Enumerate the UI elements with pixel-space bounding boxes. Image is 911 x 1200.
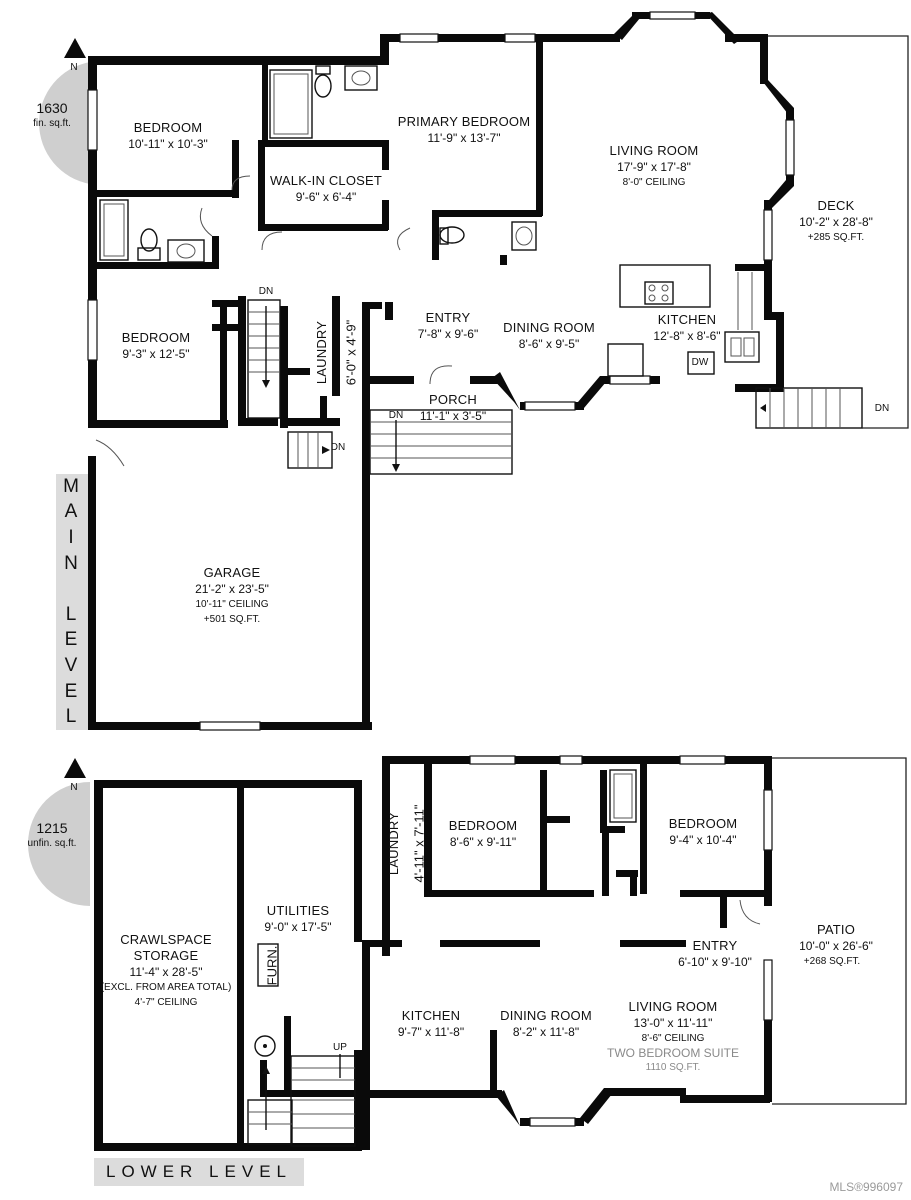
lower-living-dims: 13'-0" x 11'-11" — [633, 1016, 713, 1030]
garage-ceiling: 10'-11" CEILING — [195, 599, 269, 610]
main-area-unit: fin. sq.ft. — [33, 118, 71, 129]
bedroom-w-dims: 9'-3" x 12'-5" — [122, 347, 190, 361]
lower-dining-name: DINING ROOM — [500, 1008, 592, 1023]
lower-area-unit: unfin. sq.ft. — [27, 838, 77, 849]
lower-dining-dims: 8'-2" x 11'-8" — [512, 1025, 580, 1039]
mls-watermark: MLS®996097 — [829, 1180, 903, 1194]
main-level-tag-letter: I — [68, 526, 76, 548]
crawlspace-note: (EXCL. FROM AREA TOTAL) — [100, 982, 232, 993]
lower-level-tag: LOWER LEVEL — [94, 1158, 304, 1186]
primary-bedroom-dims: 11'-9" x 13'-7" — [427, 131, 501, 145]
garage-area: +501 SQ.FT. — [203, 614, 261, 625]
furnace-label: FURN. — [264, 945, 280, 986]
main-level-tag-letter: A — [64, 501, 80, 523]
primary-bedroom-name: PRIMARY BEDROOM — [397, 114, 531, 129]
utilities-name: UTILITIES — [266, 903, 330, 918]
lower-entry-dims: 6'-10" x 9'-10" — [678, 955, 752, 969]
stair-dn-label-3: DN — [330, 442, 346, 453]
deck-name: DECK — [817, 198, 855, 213]
deck-area: +285 SQ.FT. — [807, 232, 865, 243]
crawlspace-name: CRAWLSPACE — [120, 932, 212, 947]
main-level-tag-letter: L — [65, 603, 79, 625]
laundry-name: LAUNDRY — [314, 320, 330, 385]
bedroom-w-name: BEDROOM — [121, 330, 191, 345]
deck-dims: 10'-2" x 28'-8" — [799, 215, 873, 229]
lower-living-name: LIVING ROOM — [628, 999, 718, 1014]
dining-room-dims: 8'-6" x 9'-5" — [518, 337, 580, 351]
main-level-tag-letter — [68, 578, 75, 600]
dishwasher-label: DW — [691, 357, 709, 368]
suite-area: 1110 SQ.FT. — [645, 1062, 701, 1073]
entry-dims: 7'-8" x 9'-6" — [417, 327, 479, 341]
north-arrow-icon-lower — [64, 758, 86, 778]
lower-entry-name: ENTRY — [692, 938, 738, 953]
stair-dn-label-1: DN — [258, 286, 274, 297]
kitchen-name: KITCHEN — [657, 312, 717, 327]
main-level-tag-letter: E — [64, 629, 80, 651]
porch-dims: 11'-1" x 3'-5" — [419, 409, 487, 423]
bedroom-nw-dims: 10'-11" x 10'-3" — [128, 137, 208, 151]
north-label: N — [70, 62, 78, 73]
main-level-windows — [87, 11, 795, 731]
stair-dn-label-4: DN — [874, 403, 890, 414]
lower-area-number: 1215 — [36, 820, 68, 836]
main-area-badge — [39, 38, 90, 184]
main-level-tag-letter: M — [63, 475, 81, 497]
living-room-name: LIVING ROOM — [609, 143, 699, 158]
kitchen-dims: 12'-8" x 8'-6" — [653, 329, 721, 343]
crawlspace-ceiling: 4'-7" CEILING — [134, 997, 198, 1008]
walk-in-closet-name: WALK-IN CLOSET — [269, 173, 383, 188]
living-room-ceiling: 8'-0" CEILING — [622, 177, 686, 188]
lower-bedroom-mid-name: BEDROOM — [448, 818, 518, 833]
dining-room-name: DINING ROOM — [503, 320, 595, 335]
lower-area-badge — [28, 758, 90, 906]
walk-in-closet-dims: 9'-6" x 6'-4" — [295, 190, 357, 204]
bedroom-nw-name: BEDROOM — [133, 120, 203, 135]
garage-name: GARAGE — [203, 565, 261, 580]
stair-dn-label-2: DN — [388, 410, 404, 421]
north-label-lower: N — [70, 782, 78, 793]
lower-laundry-dims: 4'-11" x 7'-11" — [411, 804, 427, 883]
main-level-fixtures — [95, 35, 909, 475]
main-level-tag-letter: N — [64, 552, 80, 574]
patio-area: +268 SQ.FT. — [803, 956, 861, 967]
patio-name: PATIO — [816, 922, 856, 937]
crawlspace-dims: 11'-4" x 28'-5" — [129, 965, 203, 979]
porch-name: PORCH — [429, 392, 477, 407]
suite-label: TWO BEDROOM SUITE — [607, 1046, 739, 1060]
crawlspace-name-2: STORAGE — [133, 948, 199, 963]
lower-kitchen-name: KITCHEN — [401, 1008, 461, 1023]
main-level-tag-letter: L — [65, 706, 79, 728]
main-level-tag-letter: E — [64, 680, 80, 702]
lower-bedroom-east-name: BEDROOM — [668, 816, 738, 831]
laundry-dims: 6'-0" x 4'-9" — [343, 319, 359, 386]
lower-level-fixtures — [247, 757, 907, 1147]
utilities-dims: 9'-0" x 17'-5" — [264, 920, 332, 934]
living-room-dims: 17'-9" x 17'-8" — [617, 160, 691, 174]
main-area-number: 1630 — [36, 100, 68, 116]
lower-living-ceiling: 8'-6" CEILING — [641, 1033, 705, 1044]
north-arrow-icon — [64, 38, 86, 58]
patio-dims: 10'-0" x 26'-6" — [799, 939, 873, 953]
garage-dims: 21'-2" x 23'-5" — [195, 582, 269, 596]
lower-level-windows — [469, 755, 773, 1127]
lower-bedroom-east-dims: 9'-4" x 10'-4" — [669, 833, 737, 847]
lower-bedroom-mid-dims: 8'-6" x 9'-11" — [449, 835, 517, 849]
stair-up-label: UP — [333, 1042, 347, 1053]
main-level-tag-letter: V — [64, 654, 80, 676]
lower-kitchen-dims: 9'-7" x 11'-8" — [397, 1025, 465, 1039]
lower-laundry-name: LAUNDRY — [386, 811, 402, 876]
entry-name: ENTRY — [425, 310, 471, 325]
